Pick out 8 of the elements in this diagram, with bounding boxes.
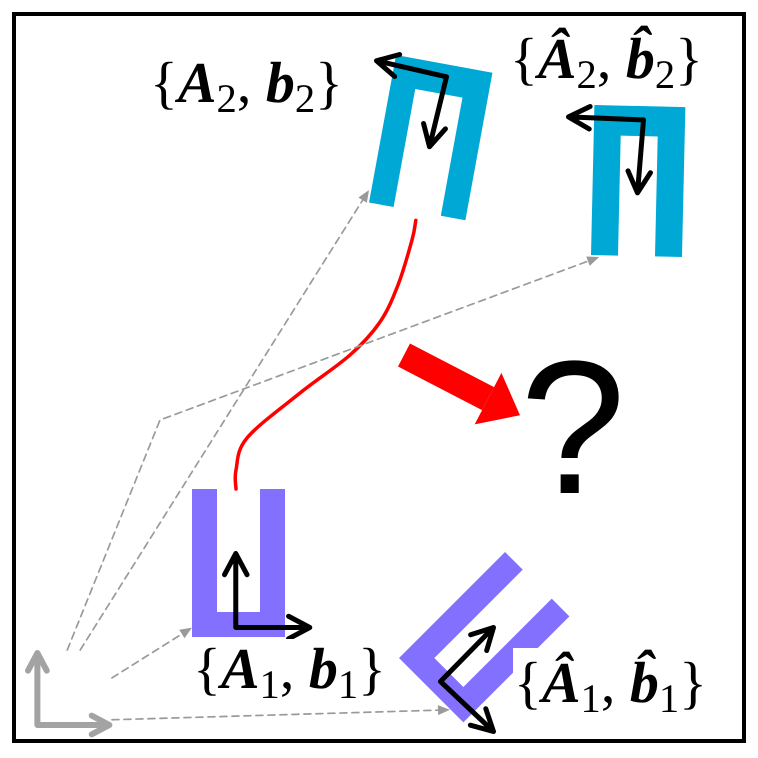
dashed-arrow	[111, 705, 450, 721]
dashed-arrow	[79, 190, 370, 651]
question-mark: ?	[520, 353, 626, 503]
block-arrow	[398, 343, 520, 424]
dashed-arrow	[66, 256, 600, 651]
curved-line	[233, 218, 418, 491]
axes-icon	[24, 650, 112, 738]
dashed-arrow	[111, 628, 192, 679]
